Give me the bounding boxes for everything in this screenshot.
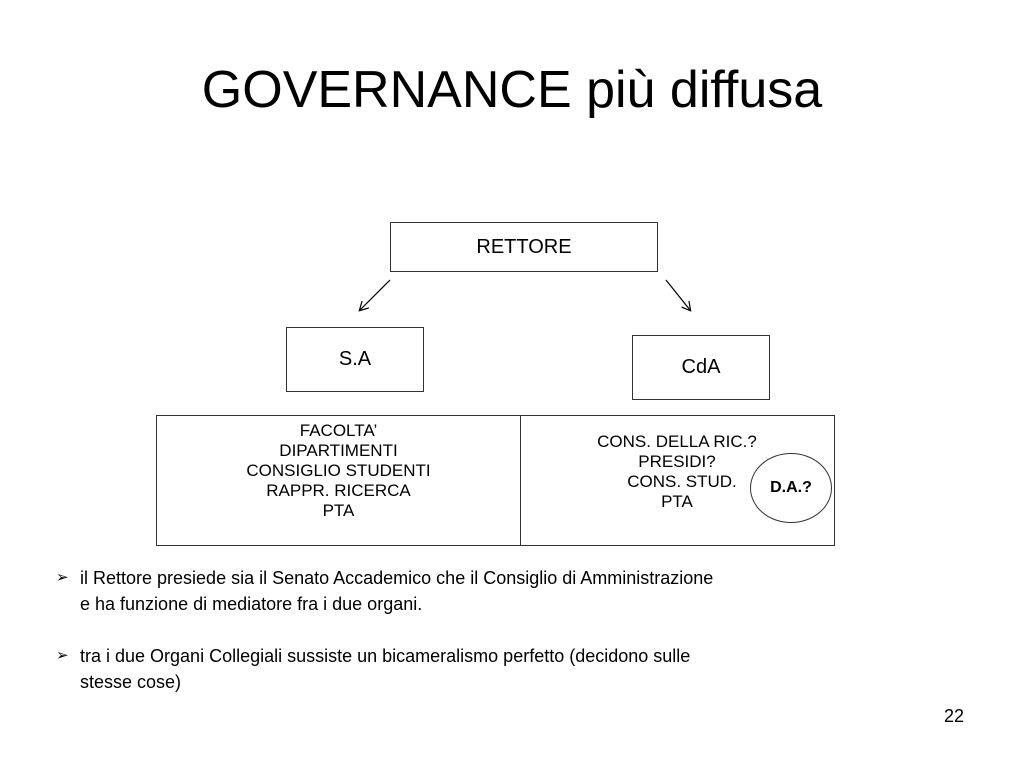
rettore-box: RETTORE <box>390 222 658 272</box>
consiglio-amministrazione-box: CdA <box>632 335 770 400</box>
cda-member: CONS. STUD. <box>627 472 737 491</box>
sa-label: S.A <box>338 348 372 370</box>
arrow-bullet-icon: ➢ <box>56 647 69 664</box>
sa-member: CONSIGLIO STUDENTI <box>246 461 431 480</box>
bullet-text-line: stesse cose) <box>80 672 182 692</box>
sa-member: FACOLTA’ <box>299 421 378 440</box>
da-label: D.A.? <box>770 479 812 496</box>
bullet-item: ➢ il Rettore presiede sia il Senato Acca… <box>56 565 956 617</box>
bullet-item: ➢ tra i due Organi Collegiali sussiste u… <box>56 643 956 695</box>
rettore-label: RETTORE <box>476 235 572 258</box>
cda-member: PRESIDI? <box>638 452 716 471</box>
arrow-bullet-icon: ➢ <box>56 569 69 586</box>
sa-member: DIPARTIMENTI <box>279 441 398 460</box>
bullet-list: ➢ il Rettore presiede sia il Senato Acca… <box>56 565 956 695</box>
composition-divider <box>520 415 521 546</box>
arrow-rettore-to-cda <box>665 279 690 310</box>
cda-member: PTA <box>661 492 693 511</box>
arrow-rettore-to-sa <box>360 279 391 310</box>
organs-composition-box <box>156 415 835 546</box>
sa-composition-list: FACOLTA’ DIPARTIMENTI CONSIGLIO STUDENTI… <box>157 421 520 521</box>
da-ellipse: D.A.? <box>750 453 832 523</box>
bullet-text-line: tra i due Organi Collegiali sussiste un … <box>80 646 691 666</box>
bullet-text-line: il Rettore presiede sia il Senato Accade… <box>80 568 714 588</box>
slide-title: GOVERNANCE più diffusa <box>201 61 823 119</box>
cda-composition-list: CONS. DELLA RIC.? PRESIDI? CONS. STUD. P… <box>520 432 834 512</box>
sa-member: PTA <box>322 501 355 520</box>
bullet-text-line: e ha funzione di mediatore fra i due org… <box>80 594 423 614</box>
sa-member: RAPPR. RICERCA <box>266 481 411 500</box>
senato-accademico-box: S.A <box>286 327 424 392</box>
page-number: 22 <box>943 706 964 726</box>
cda-label: CdA <box>681 356 721 378</box>
cda-member: CONS. DELLA RIC.? <box>597 432 757 451</box>
